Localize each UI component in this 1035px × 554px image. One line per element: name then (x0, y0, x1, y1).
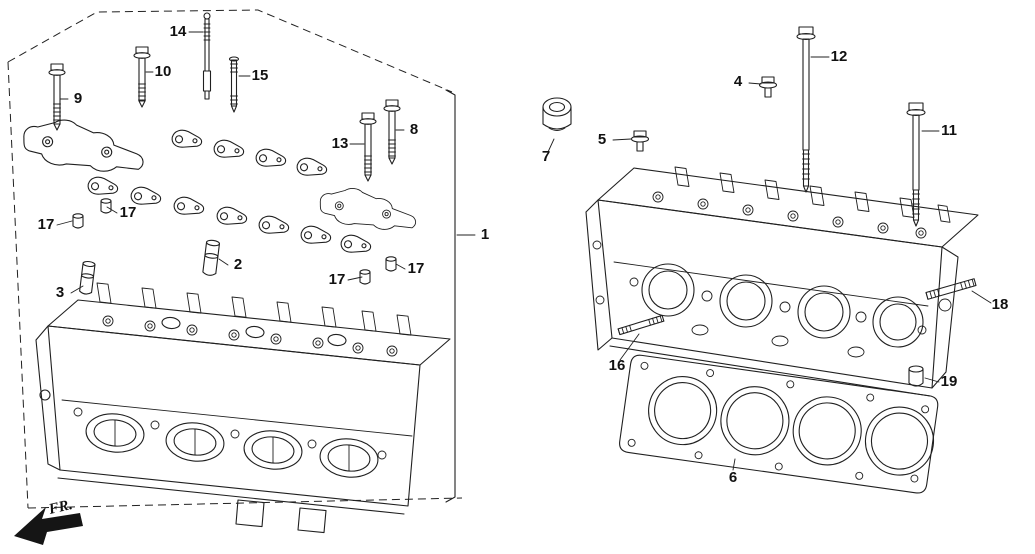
callout-17b-label: 17 (120, 204, 137, 221)
callout-18-label: 18 (992, 296, 1009, 313)
callout-9-label: 9 (74, 90, 82, 107)
bolt-12 (796, 26, 816, 193)
fr-arrow-icon (14, 507, 83, 545)
bolt-4 (758, 76, 778, 98)
valve-spring-seats-right (652, 191, 927, 239)
callout-11-label: 11 (941, 122, 957, 139)
callout-7-label: 7 (542, 148, 550, 165)
callout-17a-label: 17 (38, 216, 55, 233)
callout-14-label: 14 (170, 23, 187, 40)
cap-19 (908, 365, 924, 387)
callout-8-label: 8 (410, 121, 418, 138)
cylinder-head-left (35, 282, 451, 534)
head-gasket (619, 354, 939, 494)
bolt-5 (630, 130, 650, 152)
bolt-13 (359, 112, 377, 182)
callout-17d-label: 17 (408, 260, 425, 277)
callout-3-label: 3 (56, 284, 64, 301)
bolt-9 (48, 63, 66, 131)
stud-18 (925, 278, 977, 300)
callout-5-label: 5 (598, 131, 606, 148)
fr-label: FR. (46, 497, 74, 518)
callout-1-label: 1 (481, 226, 489, 243)
callout-2-label: 2 (234, 256, 242, 273)
stud-16 (617, 314, 665, 336)
intake-ports (85, 413, 379, 478)
callout-19-label: 19 (941, 373, 958, 390)
valve-guide-3 (79, 260, 96, 295)
bolt-8 (383, 99, 401, 165)
callout-15-label: 15 (252, 67, 269, 84)
leader-lines (56, 31, 992, 471)
assembly-bracket (445, 89, 456, 503)
valve-spring-seats (102, 315, 398, 357)
combustion-ports (641, 263, 924, 348)
bolt-11 (906, 102, 926, 227)
bolt-10 (133, 46, 151, 108)
callout-10-label: 10 (155, 63, 172, 80)
callout-17c-label: 17 (329, 271, 346, 288)
grommet-7 (542, 97, 572, 131)
stud-15 (228, 56, 240, 113)
fr-direction-indicator: FR. (14, 497, 83, 545)
cylinder-head-right (585, 166, 979, 397)
stud-14 (202, 12, 212, 100)
callout-6-label: 6 (729, 469, 737, 486)
callout-13-label: 13 (332, 135, 349, 152)
valve-guide-2 (202, 239, 221, 276)
dashed-boundary (7, 9, 463, 509)
rocker-arm-set (19, 113, 420, 256)
callout-4-label: 4 (734, 73, 743, 90)
callout-12-label: 12 (831, 48, 848, 65)
callout-16-label: 16 (609, 357, 626, 374)
